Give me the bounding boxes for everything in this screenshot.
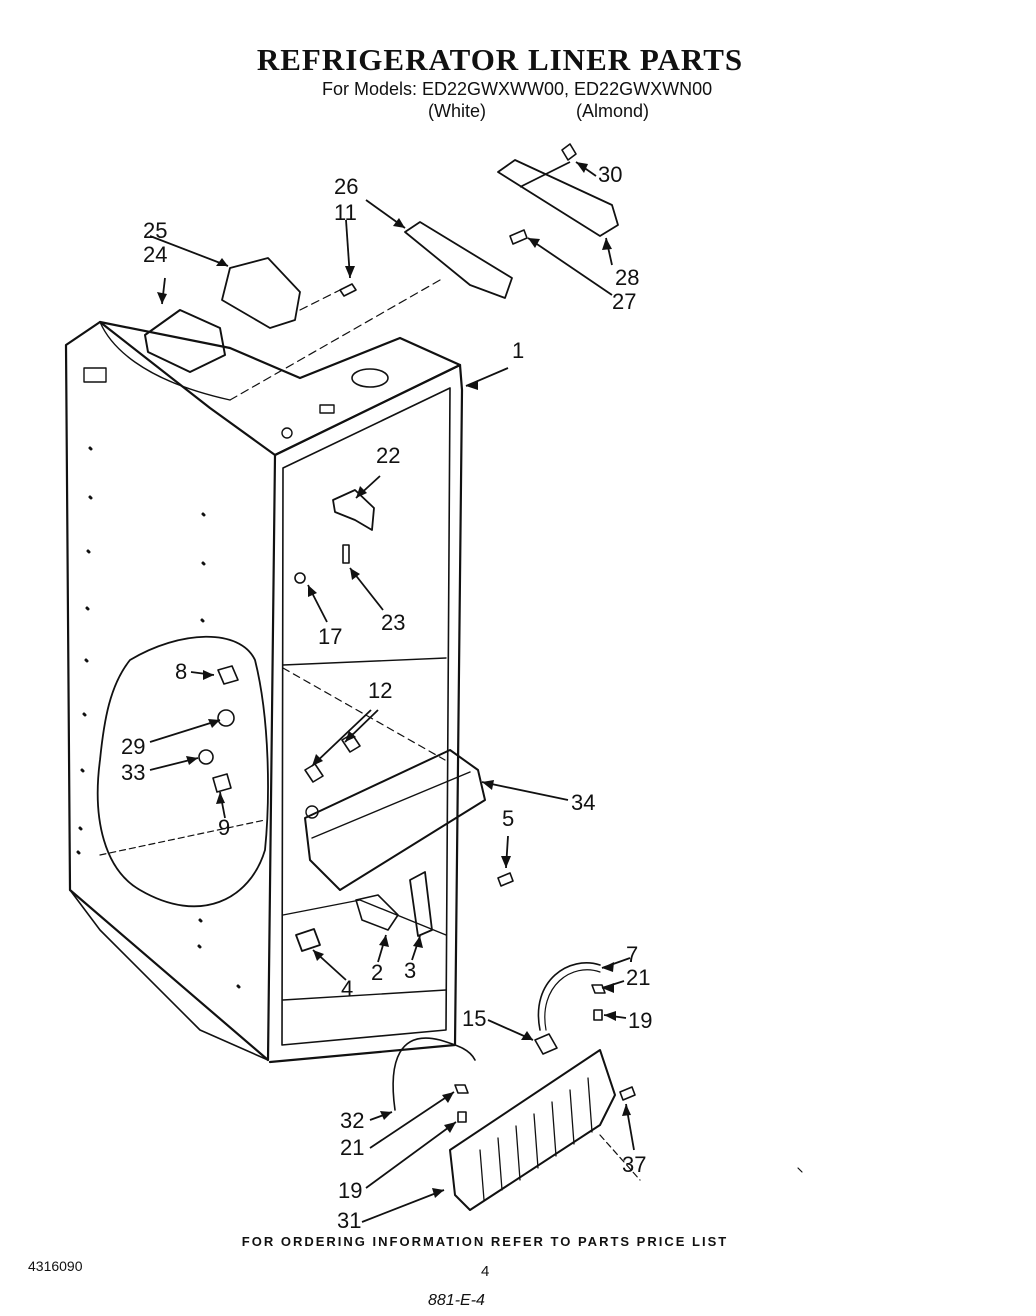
callout-19-lower: 19 [338, 1178, 362, 1203]
part-9-socket [212, 773, 232, 793]
liner-inner-frame [281, 387, 451, 1046]
part-21-nut-upper [591, 984, 606, 994]
callout-5: 5 [502, 806, 514, 831]
callout-21-lower: 21 [340, 1135, 364, 1160]
top-hole [281, 427, 293, 439]
part-17-plug [294, 572, 306, 584]
part-7-tube-inner [544, 969, 601, 1031]
part-32-tube [392, 1037, 476, 1111]
ordering-note: FOR ORDERING INFORMATION REFER TO PARTS … [241, 1234, 729, 1249]
callout-22: 22 [376, 443, 400, 468]
callout-11: 11 [334, 200, 357, 225]
callout-3: 3 [404, 958, 416, 983]
part-28-bracket [497, 159, 619, 237]
callout-2: 2 [371, 960, 383, 985]
liner-bottom-edge [69, 889, 269, 1061]
part-23-screw [342, 544, 350, 564]
page-number: 4 [481, 1263, 490, 1280]
page-title: REFRIGERATOR LINER PARTS [256, 42, 744, 77]
callout-12: 12 [368, 678, 392, 703]
callout-32: 32 [340, 1108, 364, 1133]
callout-27: 27 [612, 289, 636, 314]
liner-shelf-line [282, 657, 447, 666]
variant-white: (White) [428, 101, 486, 121]
part-31-tray [449, 1049, 616, 1211]
callout-25: 25 [143, 218, 167, 243]
top-vent-slot [319, 404, 335, 414]
callout-8: 8 [175, 659, 187, 684]
callout-33: 33 [121, 760, 145, 785]
callout-15: 15 [462, 1006, 486, 1031]
part-7-tube [537, 962, 601, 1031]
part-4-block [295, 928, 321, 952]
liner-left-wall [64, 320, 277, 1062]
top-vent-oval [351, 368, 389, 388]
callout-7: 7 [626, 942, 638, 967]
liner-lower-shelf [282, 899, 447, 936]
arrowheads [157, 162, 631, 1198]
part-26-light-shield [404, 221, 513, 299]
part-33-bulb [198, 749, 214, 765]
callout-23: 23 [381, 610, 405, 635]
callout-30: 30 [598, 162, 622, 187]
part-27-screw [509, 229, 528, 245]
callout-37: 37 [622, 1152, 646, 1177]
callout-34: 34 [571, 790, 595, 815]
part-19-insert-upper [593, 1009, 603, 1021]
part-21-nut-lower [454, 1084, 469, 1094]
liner-front-frame [268, 363, 464, 1064]
shelf-34-lip [311, 771, 471, 839]
callout-21-upper: 21 [626, 965, 650, 990]
handwritten-note: 881-E-4 [428, 1292, 485, 1309]
part-30-clip [561, 143, 577, 161]
variant-almond: (Almond) [576, 101, 650, 121]
left-wall-opening [83, 367, 107, 383]
part-34-shelf [304, 749, 486, 891]
callout-26: 26 [334, 174, 358, 199]
fill-tube-dashed [599, 1134, 641, 1181]
callout-1: 1 [512, 338, 524, 363]
part-12-support-a [304, 763, 324, 783]
callout-4: 4 [341, 976, 353, 1001]
part-25-bracket [221, 257, 301, 329]
leader-11-dashed [299, 289, 341, 311]
callout-29: 29 [121, 734, 145, 759]
callout-31: 31 [337, 1208, 361, 1233]
models-line: For Models: ED22GWXWW00, ED22GWXWN00 [322, 79, 713, 99]
control-wire [99, 321, 231, 401]
document-number: 4316090 [28, 1258, 83, 1274]
leader-26-dashed [229, 279, 441, 401]
part-2-bracket [355, 894, 399, 931]
part-29-switch [217, 709, 235, 727]
cutaway-outline [96, 635, 269, 908]
liner-top-edge [98, 320, 462, 457]
part-37-screw [619, 1086, 636, 1101]
leader-lines [149, 161, 635, 1223]
callout-28: 28 [615, 265, 639, 290]
liner-dashed-divider [282, 667, 446, 761]
part-15-valve [534, 1033, 558, 1055]
liner-floor [282, 989, 447, 1001]
callout-24: 24 [143, 242, 167, 267]
part-19-insert-lower [457, 1111, 467, 1123]
cutaway-floor [99, 819, 266, 856]
tray-ribs [479, 1077, 593, 1201]
part-3-bracket [409, 871, 433, 937]
part-11-screw [339, 283, 357, 297]
callout-17: 17 [318, 624, 342, 649]
part-22-bracket [332, 489, 375, 531]
wall-mounting-holes [76, 446, 241, 989]
callout-9: 9 [218, 815, 230, 840]
part-24-control-box [144, 309, 226, 373]
part-5-screw [497, 872, 514, 887]
part-8-bracket [217, 665, 239, 685]
crack-mark [797, 1167, 803, 1173]
callout-19-upper: 19 [628, 1008, 652, 1033]
